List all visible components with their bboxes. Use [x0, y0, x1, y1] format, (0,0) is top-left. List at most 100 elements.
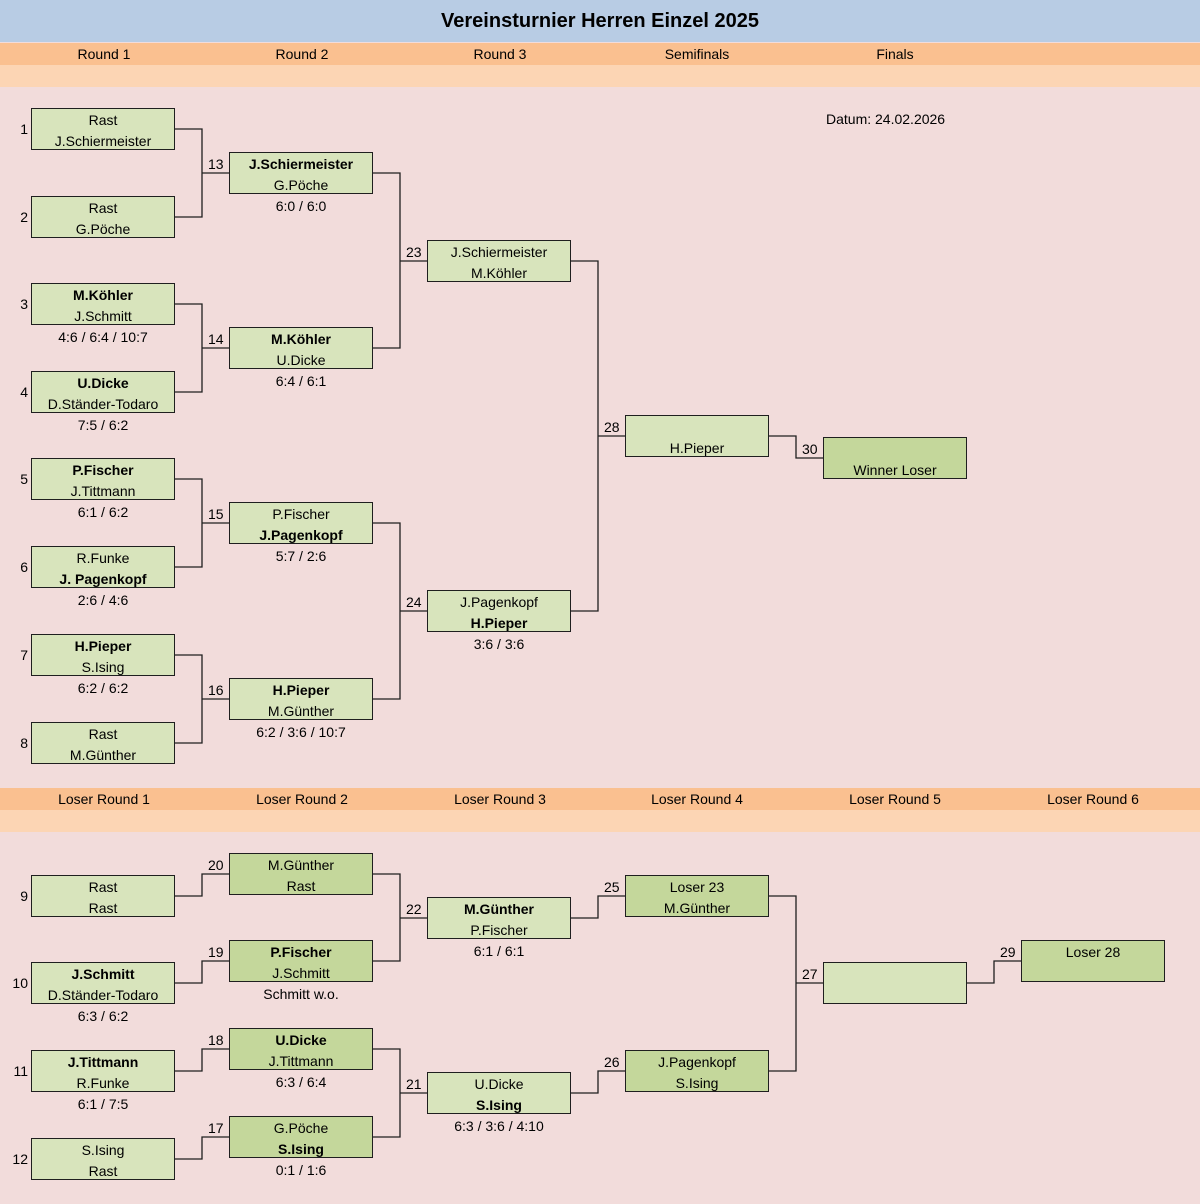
loser-round-header-5: Loser Round 5	[849, 791, 941, 807]
match-score: 3:6 / 3:6	[473, 636, 525, 652]
match-number: 20	[208, 857, 224, 873]
player-top: U.Dicke	[474, 1076, 524, 1092]
player-top: S.Ising	[81, 1142, 125, 1158]
player-bottom: R.Funke	[76, 1075, 130, 1091]
match-score: 6:3 / 6:2	[77, 1008, 129, 1024]
match-score: 2:6 / 4:6	[77, 592, 129, 608]
player-top: P.Fischer	[270, 944, 332, 960]
match-number: 9	[20, 888, 28, 904]
player-top: Loser 28	[1065, 944, 1121, 960]
loser-round-header-1: Loser Round 1	[58, 791, 150, 807]
match-number: 26	[604, 1054, 620, 1070]
connector-m22	[373, 873, 427, 962]
match-number: 6	[20, 559, 28, 575]
player-bottom: J.Schmitt	[272, 965, 330, 981]
connector-m24	[373, 522, 427, 700]
match-score: 4:6 / 6:4 / 10:7	[58, 329, 148, 345]
player-bottom: J.Schiermeister	[54, 133, 152, 149]
connector-m17	[175, 1136, 229, 1160]
player-bottom: S.Ising	[278, 1141, 324, 1157]
match-box-25: Loser 23 M.Günther	[625, 875, 769, 917]
match-score: 6:3 / 3:6 / 4:10	[454, 1118, 544, 1134]
player-bottom: M.Günther	[267, 703, 335, 719]
match-number: 10	[12, 975, 28, 991]
match-number: 27	[802, 966, 818, 982]
match-number: 14	[208, 331, 224, 347]
winner-round-header: Round 1 Round 2 Round 3 Semifinals Final…	[0, 43, 1200, 65]
player-top: J.Pagenkopf	[460, 594, 538, 610]
match-number: 13	[208, 156, 224, 172]
round-header-2: Round 2	[275, 46, 329, 62]
player-bottom: Rast	[286, 878, 316, 894]
date-label: Datum: 24.02.2026	[826, 111, 946, 127]
player-bottom: Rast	[88, 1163, 118, 1179]
match-number: 3	[20, 296, 28, 312]
match-number: 22	[406, 901, 422, 917]
match-number: 8	[20, 735, 28, 751]
match-score: 6:2 / 6:2	[77, 680, 129, 696]
match-number: 24	[406, 594, 422, 610]
player-bottom: P.Fischer	[470, 922, 528, 938]
player-bottom: H.Pieper	[470, 615, 528, 631]
player-top: M.Köhler	[73, 287, 133, 303]
player-top: Rast	[88, 879, 118, 895]
player-bottom: D.Ständer-Todaro	[47, 396, 159, 412]
connector-m26	[571, 1070, 625, 1094]
connector-m20	[175, 873, 229, 897]
loser-round-header: Loser Round 1 Loser Round 2 Loser Round …	[0, 788, 1200, 810]
player-top: U.Dicke	[275, 1032, 327, 1048]
match-number: 21	[406, 1076, 422, 1092]
match-number: 12	[12, 1151, 28, 1167]
player-top: M.Günther	[267, 857, 335, 873]
player-top: G.Pöche	[273, 1120, 329, 1136]
player-top: J.Schiermeister	[248, 156, 354, 172]
connector-m18	[175, 1048, 229, 1072]
player-top: J.Pagenkopf	[658, 1054, 736, 1070]
match-box-28: H.Pieper	[625, 415, 769, 457]
player-bottom: J.Pagenkopf	[259, 527, 343, 543]
connector-m13	[175, 128, 229, 218]
player-top: J.Schmitt	[71, 966, 135, 982]
player-bottom: J.Tittmann	[70, 483, 136, 499]
player-top: U.Dicke	[77, 375, 129, 391]
match-score: 6:0 / 6:0	[275, 198, 327, 214]
match-number: 2	[20, 209, 28, 225]
player-bottom: Rast	[88, 900, 118, 916]
page-title: Vereinsturnier Herren Einzel 2025	[0, 0, 1200, 42]
match-box-30: Winner Loser	[823, 437, 967, 479]
connector-m16	[175, 654, 229, 744]
match-score: 7:5 / 6:2	[77, 417, 129, 433]
match-number: 1	[20, 121, 28, 137]
match-number: 17	[208, 1120, 224, 1136]
connector-m30	[769, 435, 823, 459]
loser-round-header-2: Loser Round 2	[256, 791, 348, 807]
match-number: 29	[1000, 944, 1016, 960]
player-top: Loser 23	[669, 879, 725, 895]
player-bottom: M.Günther	[663, 900, 731, 916]
connector-m21	[373, 1048, 427, 1138]
match-number: 30	[802, 441, 818, 457]
player-bottom: M.Günther	[69, 747, 137, 763]
winner-subheader	[0, 65, 1200, 87]
match-box-29: Loser 28	[1021, 940, 1165, 982]
player-bottom: Winner Loser	[853, 462, 937, 478]
match-number: 4	[20, 384, 28, 400]
round-header-semifinals: Semifinals	[664, 46, 730, 62]
round-header-1: Round 1	[77, 46, 131, 62]
match-number: 18	[208, 1032, 224, 1048]
player-bottom: D.Ständer-Todaro	[47, 987, 159, 1003]
